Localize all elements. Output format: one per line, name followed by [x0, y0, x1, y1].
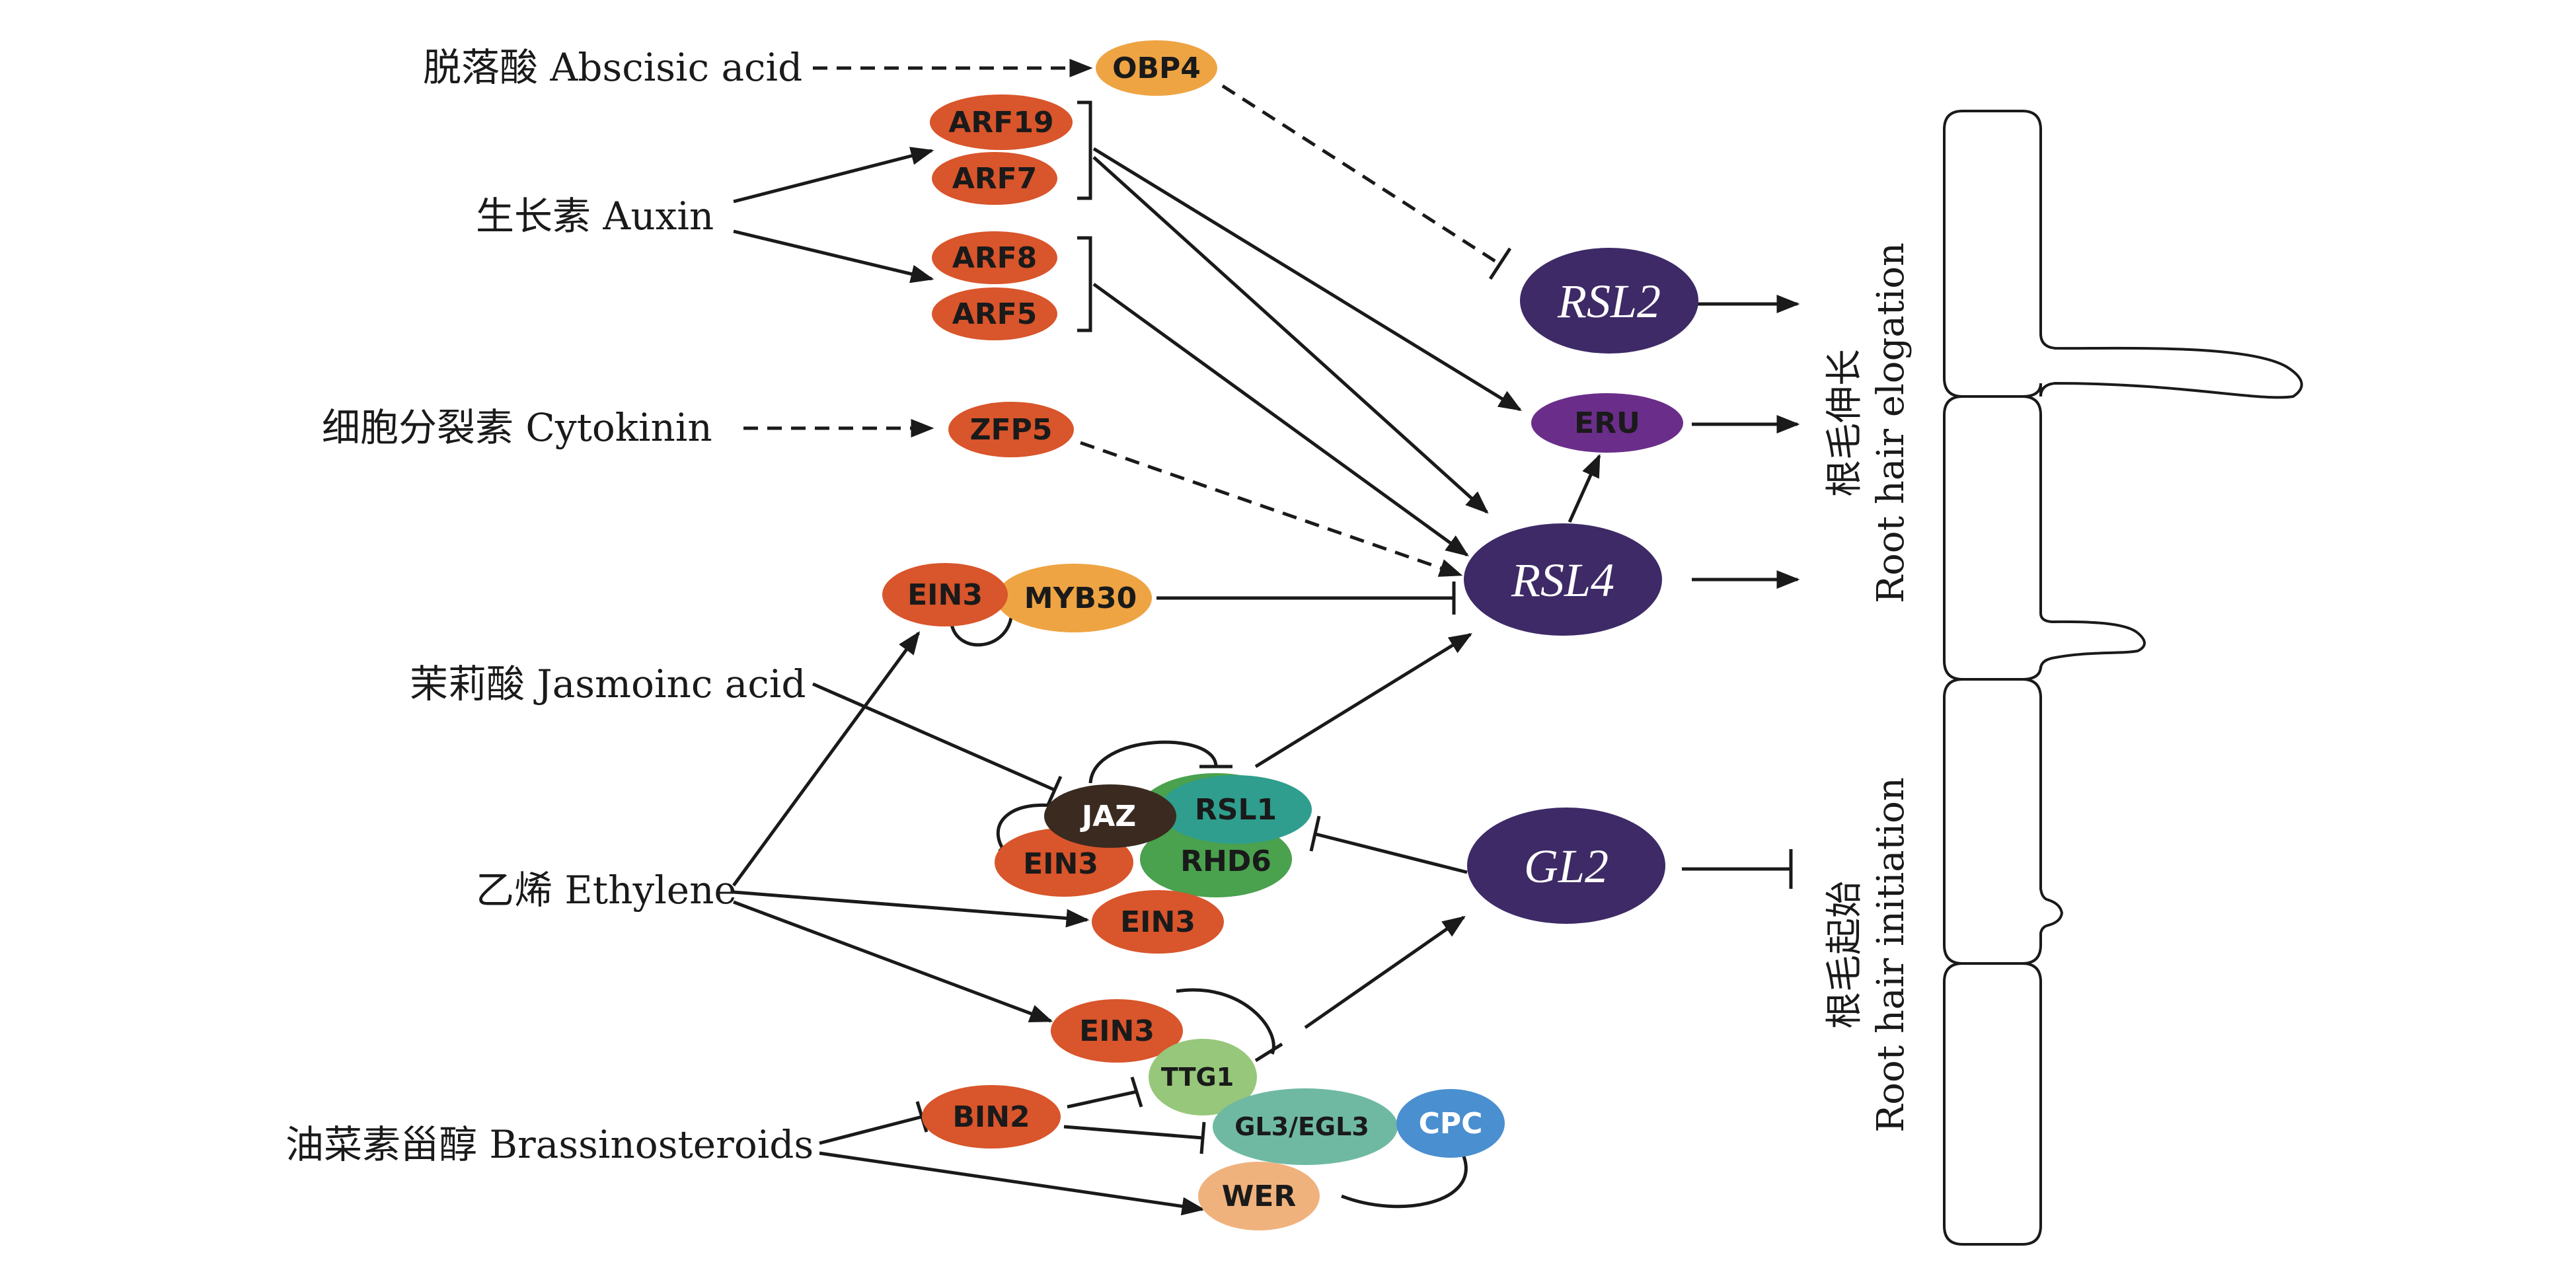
node-rsl2: [1520, 248, 1698, 354]
cell-long-hair: [1943, 110, 2303, 399]
label-arf7: ARF7: [952, 162, 1038, 196]
ja-inhibits-jaz: [812, 682, 1055, 792]
label-cpc: CPC: [1419, 1107, 1483, 1141]
label-rsl1: RSL1: [1195, 793, 1277, 827]
node-arf5: [932, 287, 1057, 340]
node-ein3-mid: [1092, 890, 1224, 954]
node-obp4: [1096, 40, 1217, 96]
node-jaz: [1044, 784, 1176, 848]
ethylene-to-ein3-top-arrow: [732, 631, 921, 887]
hormone-jasmonic-acid: 茉莉酸 Jasmoinc acid: [410, 661, 806, 706]
node-myb30: [996, 564, 1152, 632]
auxin-to-arf8-arrow: [733, 229, 934, 283]
label-initiation-en: Root hair initiation: [1870, 777, 1913, 1133]
arf19-to-eru-arrow: [1092, 147, 1522, 412]
node-ein3-myb30: [882, 563, 1008, 626]
label-arf19: ARF19: [948, 106, 1053, 139]
zfp5-to-rsl4-arrow: [1080, 441, 1463, 577]
protein-nodes: OBP4 ARF19 ARF7 ARF8 ARF5 ZFP5 EIN3 MYB3…: [882, 40, 1683, 1230]
br-to-wer-arrow: [819, 1151, 1205, 1216]
bin2-gl3-bar: [1199, 1121, 1206, 1154]
hormone-abscisic-acid: 脱落酸 Abscisic acid: [423, 45, 802, 90]
arf19-to-rsl4-arrow: [1092, 156, 1489, 514]
bin2-inhibits-gl3: [1063, 1125, 1203, 1140]
label-jaz: JAZ: [1080, 800, 1136, 833]
label-zfp5: ZFP5: [970, 413, 1053, 447]
label-wer: WER: [1222, 1180, 1296, 1213]
label-obp4: OBP4: [1112, 52, 1201, 85]
outcome-labels: 根毛伸长 Root hair elogation 根毛起始 Root hair …: [1823, 243, 1913, 1133]
jaz-rsl1-loop: [1088, 740, 1218, 784]
node-ein3-low: [1051, 999, 1183, 1063]
node-eru: [1531, 393, 1683, 453]
label-ein3-low: EIN3: [1079, 1014, 1155, 1048]
gl2-inhibit-bar: [1309, 815, 1321, 852]
arf8-to-rsl4-arrow: [1092, 282, 1469, 557]
label-ein3-myb30: EIN3: [907, 578, 983, 612]
label-arf8: ARF8: [952, 241, 1038, 275]
label-bin2: BIN2: [952, 1100, 1030, 1134]
hormone-cytokinin: 细胞分裂素 Cytokinin: [322, 405, 712, 450]
br-inhibits-bin2: [819, 1115, 923, 1145]
rsl1-to-rsl4-arrow: [1254, 632, 1472, 769]
arf8-arf5-bracket: [1077, 236, 1092, 332]
node-rsl1: [1160, 775, 1312, 844]
node-cpc: [1396, 1089, 1505, 1158]
gl2-inhibits-rhd6: [1314, 832, 1468, 874]
node-arf7: [932, 152, 1057, 205]
label-elongation-cn: 根毛伸长: [1823, 349, 1866, 497]
gene-nodes: RSL2 RSL4 GL2: [1464, 248, 1698, 924]
label-eru: ERU: [1574, 406, 1640, 440]
label-myb30: MYB30: [1024, 582, 1137, 615]
label-rsl2: RSL2: [1557, 275, 1661, 328]
hormone-brassinosteroids: 油菜素甾醇 Brassinosteroids: [285, 1122, 814, 1167]
ethylene-to-ein3-low-arrow: [733, 900, 1053, 1023]
label-ttg1: TTG1: [1161, 1063, 1234, 1092]
cell-initiation-bump: [1943, 678, 2064, 965]
ja-inhibit-bar: [1045, 775, 1063, 808]
label-arf5: ARF5: [952, 297, 1038, 331]
arf19-arf7-bracket: [1077, 100, 1092, 200]
auxin-to-arf19-arrow: [733, 147, 934, 204]
node-rsl4: [1464, 523, 1662, 636]
node-ttg1: [1149, 1039, 1257, 1115]
cell-no-hair: [1943, 962, 2042, 1246]
label-initiation-cn: 根毛起始: [1823, 881, 1866, 1029]
label-gl2: GL2: [1524, 840, 1609, 893]
ethylene-to-ein3-mid-arrow: [733, 890, 1090, 928]
ein3-ttg1-loop: [1176, 988, 1275, 1055]
obp4-inhibit-bar: [1488, 247, 1512, 280]
rsl4-to-eru-arrow: [1568, 453, 1601, 523]
node-zfp5: [948, 402, 1074, 457]
label-ein3-mid: EIN3: [1120, 905, 1195, 939]
node-gl2: [1467, 808, 1665, 924]
cell-medium-hair: [1943, 395, 2146, 681]
node-bin2: [922, 1085, 1061, 1148]
obp4-inhibits-rsl2: [1221, 84, 1501, 266]
bin2-ttg1-bar: [1130, 1076, 1143, 1108]
node-wer: [1198, 1162, 1320, 1230]
hormone-ethylene: 乙烯 Ethylene: [476, 868, 737, 913]
connectors: [732, 59, 1800, 1216]
ein3-ttg1-bar: [1254, 1042, 1283, 1063]
label-ein3-jaz: EIN3: [1023, 847, 1098, 881]
node-arf19: [930, 94, 1073, 150]
hormone-labels: 脱落酸 Abscisic acid 生长素 Auxin 细胞分裂素 Cytoki…: [285, 45, 814, 1167]
bin2-inhibits-ttg1: [1067, 1090, 1137, 1109]
cpc-wer-loop: [1341, 1156, 1468, 1209]
root-cells: [1943, 110, 2303, 1246]
label-elongation-en: Root hair elogation: [1870, 243, 1913, 603]
ein3-myb30-loop: [950, 617, 1013, 647]
hormone-auxin: 生长素 Auxin: [476, 194, 714, 239]
ttg1-to-gl2-arrow: [1304, 915, 1466, 1030]
label-rsl4: RSL4: [1511, 554, 1614, 607]
node-arf8: [932, 231, 1057, 284]
node-gl3-egl3: [1213, 1088, 1398, 1165]
label-gl3-egl3: GL3/EGL3: [1234, 1112, 1369, 1141]
label-rhd6: RHD6: [1180, 845, 1271, 878]
